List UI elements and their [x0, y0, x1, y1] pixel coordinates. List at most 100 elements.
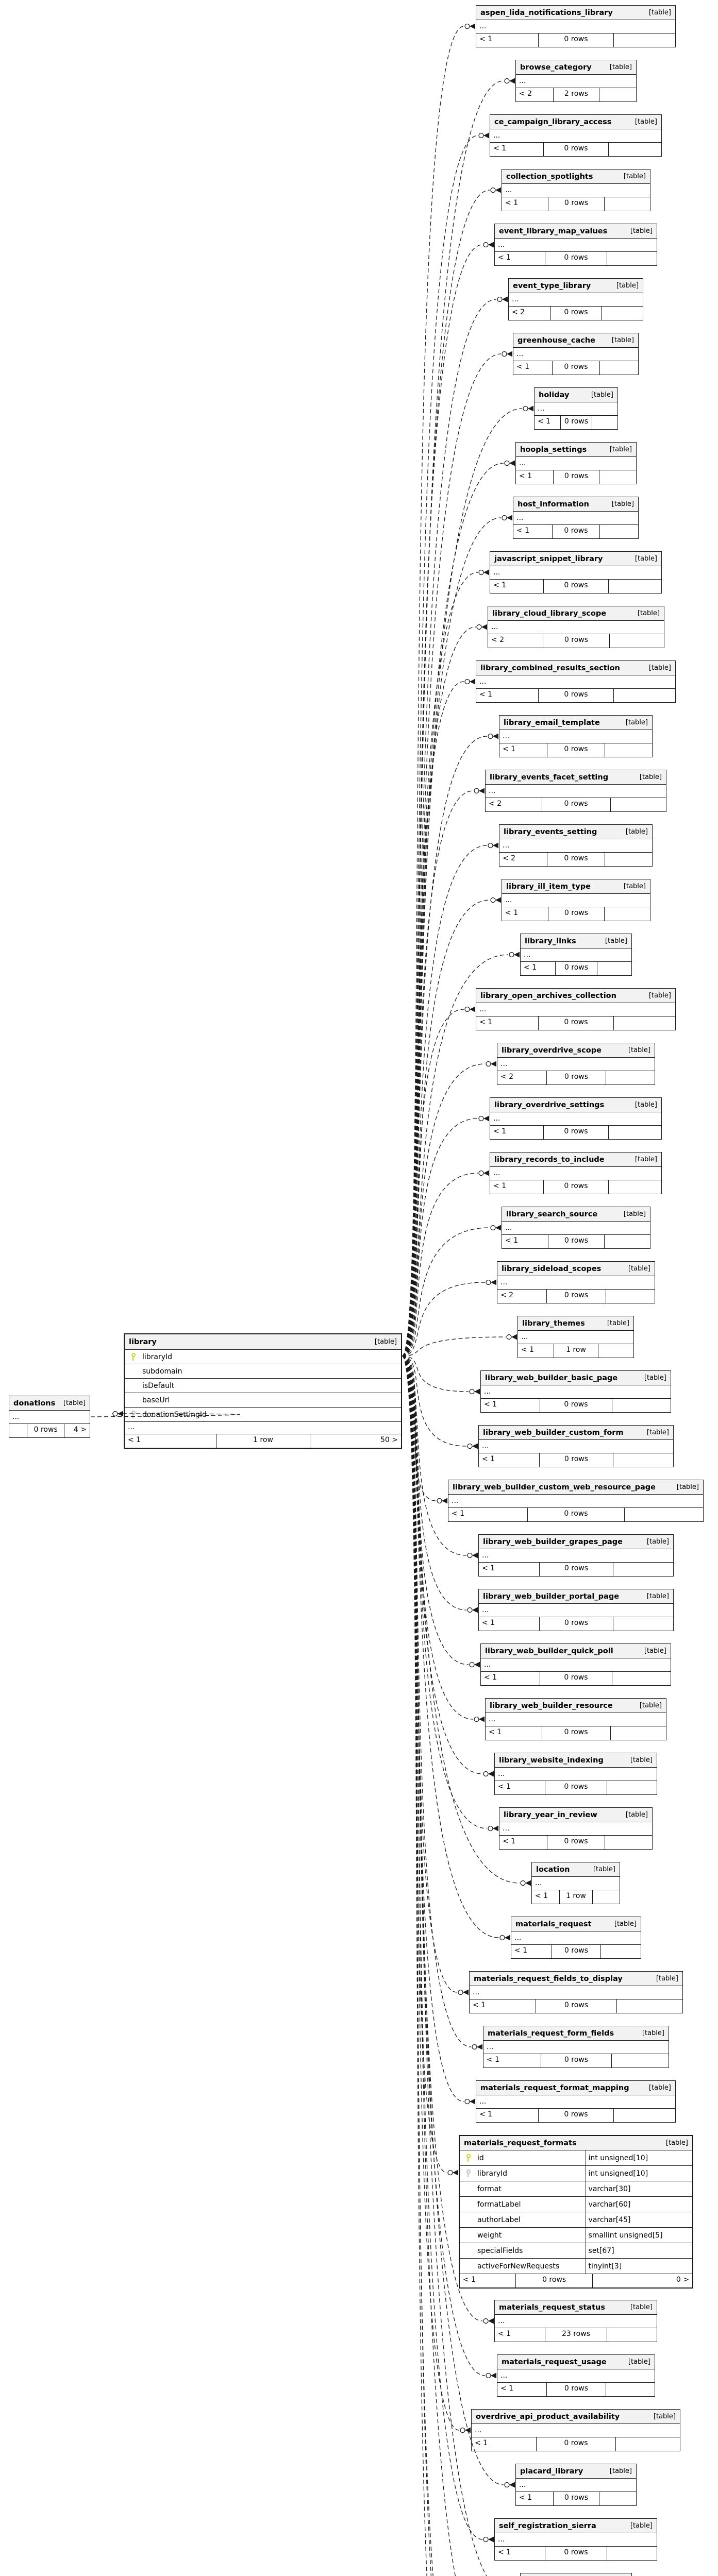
table-node-event_library_map_values[interactable]: event_library_map_values [table] ... < 1…	[494, 224, 657, 266]
table-node-event_type_library[interactable]: event_type_library [table] ... < 2 0 row…	[508, 278, 643, 320]
table-node-donations[interactable]: donations [table] ... 0 rows 4 >	[9, 1396, 90, 1438]
table-title: event_library_map_values	[499, 227, 608, 235]
table-node-library_overdrive_scope[interactable]: library_overdrive_scope [table] ... < 2 …	[497, 1043, 655, 1085]
table-footer: < 1 0 rows	[516, 470, 636, 484]
table-node-placard_library[interactable]: placard_library [table] ... < 1 0 rows	[515, 2464, 637, 2506]
table-header: library_web_builder_grapes_page [table]	[479, 1535, 673, 1549]
table-node-library_web_builder_quick_poll[interactable]: library_web_builder_quick_poll [table] .…	[480, 1643, 671, 1686]
table-node-hoopla_settings[interactable]: hoopla_settings [table] ... < 1 0 rows	[515, 442, 637, 484]
table-node-library_web_builder_portal_page[interactable]: library_web_builder_portal_page [table] …	[478, 1589, 674, 1631]
table-node-collection_spotlights[interactable]: collection_spotlights [table] ... < 1 0 …	[502, 169, 650, 211]
table-title: overdrive_api_product_availability	[476, 2412, 620, 2421]
table-node-library_search_source[interactable]: library_search_source [table] ... < 1 0 …	[502, 1207, 650, 1249]
collapsed-columns-ellipsis: ...	[479, 1549, 673, 1563]
footer-parents-count	[606, 252, 657, 265]
footer-children-count: < 1	[479, 35, 493, 43]
column-row-libraryId[interactable]: libraryId	[125, 1350, 401, 1364]
table-type-badge: [table]	[614, 1920, 637, 1928]
table-node-library_events_facet_setting[interactable]: library_events_facet_setting [table] ...…	[485, 770, 666, 812]
table-node-library_website_indexing[interactable]: library_website_indexing [table] ... < 1…	[494, 1753, 657, 1795]
table-node-library_web_builder_resource[interactable]: library_web_builder_resource [table] ...…	[485, 1698, 666, 1740]
table-footer: < 1 0 rows	[490, 1180, 661, 1194]
footer-children-count: < 1	[493, 1127, 507, 1136]
footer-parents-count	[600, 1945, 641, 1958]
column-name: subdomain	[142, 1367, 182, 1376]
collapsed-columns-ellipsis: ...	[483, 2041, 669, 2054]
table-node-library_open_archives_collection[interactable]: library_open_archives_collection [table]…	[476, 988, 676, 1030]
table-node-library_web_builder_basic_page[interactable]: library_web_builder_basic_page [table] .…	[480, 1370, 671, 1413]
footer-children-count: < 1	[524, 963, 537, 972]
table-node-library_sideload_scopes[interactable]: library_sideload_scopes [table] ... < 2 …	[497, 1261, 655, 1303]
table-node-ce_campaign_library_access[interactable]: ce_campaign_library_access [table] ... <…	[490, 114, 662, 157]
table-node-library_links[interactable]: library_links [table] ... < 1 0 rows	[520, 934, 632, 976]
table-node-javascript_snippet_library[interactable]: javascript_snippet_library [table] ... <…	[490, 551, 662, 594]
table-title: ce_campaign_library_access	[494, 117, 612, 126]
table-header: library_email_template [table]	[499, 716, 652, 730]
table-footer: < 1 1 row	[518, 1344, 633, 1358]
table-footer: < 1 1 row	[532, 1890, 620, 1904]
table-node-library_cloud_library_scope[interactable]: library_cloud_library_scope [table] ... …	[488, 606, 664, 648]
table-footer: < 1 0 rows	[476, 689, 675, 702]
table-title: library_email_template	[504, 718, 600, 727]
table-node-library_year_in_review[interactable]: library_year_in_review [table] ... < 1 0…	[499, 1807, 653, 1850]
table-footer: < 2 2 rows	[516, 88, 636, 101]
table-node-library_web_builder_grapes_page[interactable]: library_web_builder_grapes_page [table] …	[478, 1534, 674, 1577]
table-node-materials_request_format_mapping[interactable]: materials_request_format_mapping [table]…	[476, 2080, 676, 2123]
table-footer: < 1 0 rows	[499, 743, 652, 757]
table-node-host_information[interactable]: host_information [table] ... < 1 0 rows	[513, 497, 639, 539]
table-header: library_themes [table]	[518, 1316, 633, 1331]
table-node-aspen_lida_notifications_library[interactable]: aspen_lida_notifications_library [table]…	[476, 5, 676, 47]
column-row-baseUrl[interactable]: baseUrl	[125, 1393, 401, 1408]
table-footer: < 1 0 rows	[490, 143, 661, 156]
table-node-location[interactable]: location [table] ... < 1 1 row	[531, 1862, 620, 1904]
table-node-browse_category[interactable]: browse_category [table] ... < 2 2 rows	[515, 60, 637, 102]
footer-row-count: 0 rows	[560, 416, 592, 429]
table-node-library_overdrive_settings[interactable]: library_overdrive_settings [table] ... <…	[490, 1097, 662, 1140]
table-type-badge: [table]	[609, 63, 632, 71]
table-node-library_email_template[interactable]: library_email_template [table] ... < 1 0…	[499, 715, 653, 757]
column-type: varchar[30]	[585, 2181, 692, 2196]
footer-parents-count	[599, 525, 638, 538]
table-node-library_records_to_include[interactable]: library_records_to_include [table] ... <…	[490, 1152, 662, 1194]
table-node-overdrive_api_product_availability[interactable]: overdrive_api_product_availability [tabl…	[471, 2409, 680, 2451]
column-name: libraryId	[142, 1352, 173, 1361]
table-node-library_themes[interactable]: library_themes [table] ... < 1 1 row	[517, 1316, 634, 1358]
table-node-library_events_setting[interactable]: library_events_setting [table] ... < 2 0…	[499, 824, 653, 867]
table-node-library_ill_item_type[interactable]: library_ill_item_type [table] ... < 1 0 …	[502, 879, 650, 921]
table-footer: < 1 0 rows	[481, 1399, 671, 1412]
column-row-donationSettingId[interactable]: donationSettingId	[125, 1408, 401, 1422]
table-footer: < 1 0 rows	[476, 33, 675, 47]
table-node-library_web_builder_custom_web_resource_page[interactable]: library_web_builder_custom_web_resource_…	[448, 1480, 704, 1522]
table-node-library[interactable]: library [table] libraryId subdomain isDe…	[124, 1333, 402, 1449]
table-type-badge: [table]	[630, 2303, 653, 2311]
table-node-materials_request_usage[interactable]: materials_request_usage [table] ... < 1 …	[497, 2354, 655, 2397]
table-node-holiday[interactable]: holiday [table] ... < 1 0 rows	[534, 387, 618, 430]
footer-row-count: 0 rows	[545, 252, 606, 265]
table-node-self_registration_sierra[interactable]: self_registration_sierra [table] ... < 1…	[494, 2518, 657, 2561]
table-node-materials_request_fields_to_display[interactable]: materials_request_fields_to_display [tab…	[469, 1971, 683, 2013]
table-node-staff_members[interactable]: staff_members [table] ... < 1 0 rows	[520, 2573, 632, 2576]
collapsed-columns-ellipsis: ...	[502, 894, 650, 907]
table-node-library_combined_results_section[interactable]: library_combined_results_section [table]…	[476, 660, 676, 703]
table-node-materials_request[interactable]: materials_request [table] ... < 1 0 rows	[511, 1917, 641, 1959]
table-title: holiday	[539, 391, 570, 399]
table-header: aspen_lida_notifications_library [table]	[476, 6, 675, 20]
table-node-materials_request_status[interactable]: materials_request_status [table] ... < 1…	[494, 2300, 657, 2342]
footer-row-count: 0 rows	[552, 361, 599, 375]
table-node-materials_request_form_fields[interactable]: materials_request_form_fields [table] ..…	[483, 2026, 669, 2068]
table-footer: < 1 0 rows	[490, 580, 661, 593]
table-title: browse_category	[520, 63, 592, 72]
table-node-greenhouse_cache[interactable]: greenhouse_cache [table] ... < 1 0 rows	[513, 333, 639, 375]
table-node-library_web_builder_custom_form[interactable]: library_web_builder_custom_form [table] …	[478, 1425, 674, 1467]
column-row-isDefault[interactable]: isDefault	[125, 1379, 401, 1393]
column-row-subdomain[interactable]: subdomain	[125, 1364, 401, 1379]
